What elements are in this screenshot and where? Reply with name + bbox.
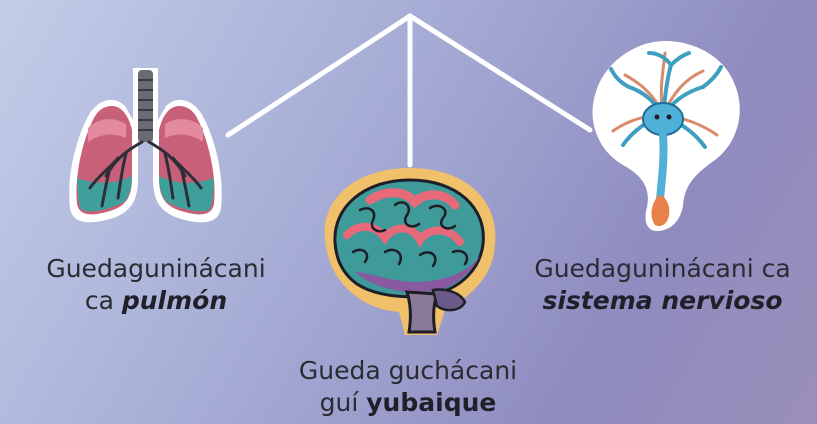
lungs-icon — [58, 58, 233, 233]
brain-label: Gueda guchácani guí yubaique — [258, 355, 558, 419]
lungs-label-emphasis: pulmón — [122, 286, 227, 315]
neuron-label-emphasis: sistema nervioso — [542, 286, 782, 315]
brain-label-prefix: guí — [320, 388, 367, 417]
brain-label-emphasis: yubaique — [366, 388, 496, 417]
lungs-label-line1: Guedaguninácani — [0, 253, 312, 285]
lungs-label-prefix: ca — [85, 286, 122, 315]
neuron-label-line1: Guedaguninácani ca — [508, 253, 817, 285]
connector-to-lungs — [228, 16, 410, 135]
neuron-label: Guedaguninácani ca sistema nervioso — [508, 253, 817, 317]
connector-to-neuron — [410, 16, 590, 130]
neuron-label-line2: sistema nervioso — [508, 285, 817, 317]
lungs-label: Guedaguninácani ca pulmón — [0, 253, 312, 317]
lungs-label-line2: ca pulmón — [0, 285, 312, 317]
brain-label-line1: Gueda guchácani — [258, 355, 558, 387]
brain-icon — [315, 160, 505, 340]
brain-label-line2: guí yubaique — [258, 387, 558, 419]
neuron-icon — [585, 35, 745, 235]
